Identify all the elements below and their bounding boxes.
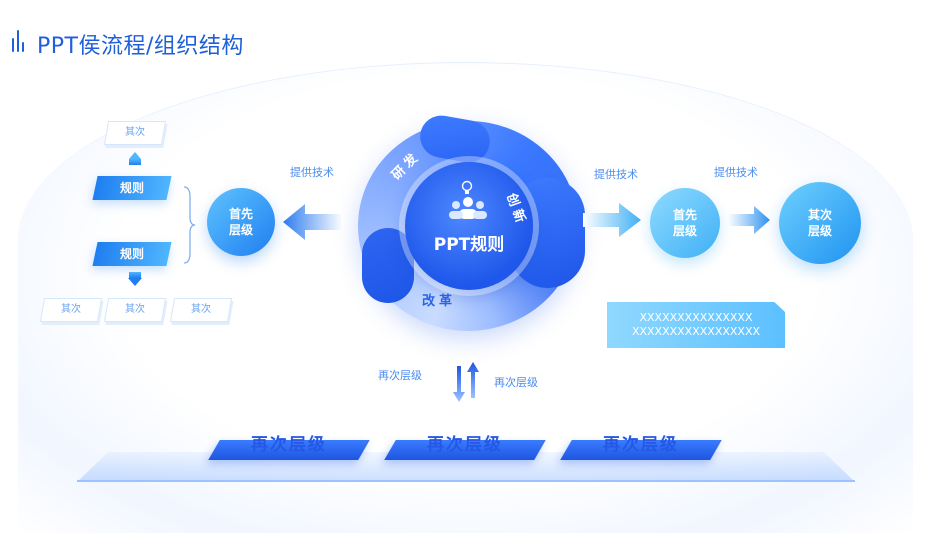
page-title: PPT侯流程/组织结构	[37, 34, 244, 59]
info-box: XXXXXXXXXXXXXXX XXXXXXXXXXXXXXXXX	[607, 302, 785, 348]
segment-label-reform: 改革	[422, 294, 457, 309]
level-label-3: 再次层级	[603, 435, 679, 455]
center-core	[405, 162, 533, 290]
rule-label-2: 规则	[119, 247, 144, 261]
arrow-left-icon	[283, 204, 343, 240]
info-line-1: XXXXXXXXXXXXXXX	[639, 311, 753, 324]
secondary-box-bottom-1: 其次	[39, 298, 103, 322]
tech-label-left: 提供技术	[290, 166, 334, 179]
brace-icon	[183, 186, 195, 264]
team-icon	[449, 197, 487, 219]
lightbulb-icon	[461, 180, 473, 194]
level-label-2: 再次层级	[427, 435, 503, 455]
level-label-1: 再次层级	[251, 435, 327, 455]
arrow-right-icon	[728, 206, 770, 234]
first-level-right-label: 首先层级	[672, 208, 697, 238]
tech-label-right-2: 提供技术	[714, 166, 758, 179]
ring-segment-left	[362, 228, 414, 303]
title-bars-icon	[10, 26, 32, 52]
secondary-box-bottom-3: 其次	[169, 298, 233, 322]
arrow-up-icon	[129, 152, 141, 159]
second-level-circle: 其次层级	[779, 182, 861, 264]
arrow-down-icon	[128, 278, 142, 286]
info-line-2: XXXXXXXXXXXXXXXXX	[631, 325, 761, 338]
arrow-right-icon	[583, 203, 641, 237]
secondary-box-top: 其次	[103, 121, 167, 145]
secondary-box-bottom-2: 其次	[103, 298, 167, 322]
platform-edge	[77, 480, 855, 482]
tech-label-right-1: 提供技术	[594, 168, 638, 181]
second-level-label: 其次层级	[807, 208, 832, 238]
arrow-down-stem	[129, 272, 141, 278]
first-level-circle-right: 首先层级	[650, 188, 720, 258]
first-level-label: 首先层级	[228, 207, 253, 237]
first-level-circle: 首先层级	[207, 188, 275, 256]
rule-label-1: 规则	[119, 181, 144, 195]
arrow-up-stem	[129, 159, 141, 165]
swap-label-left: 再次层级	[378, 369, 422, 382]
swap-label-right: 再次层级	[494, 376, 538, 389]
swap-arrows-icon	[453, 362, 479, 402]
center-title: PPT规则	[433, 235, 505, 255]
